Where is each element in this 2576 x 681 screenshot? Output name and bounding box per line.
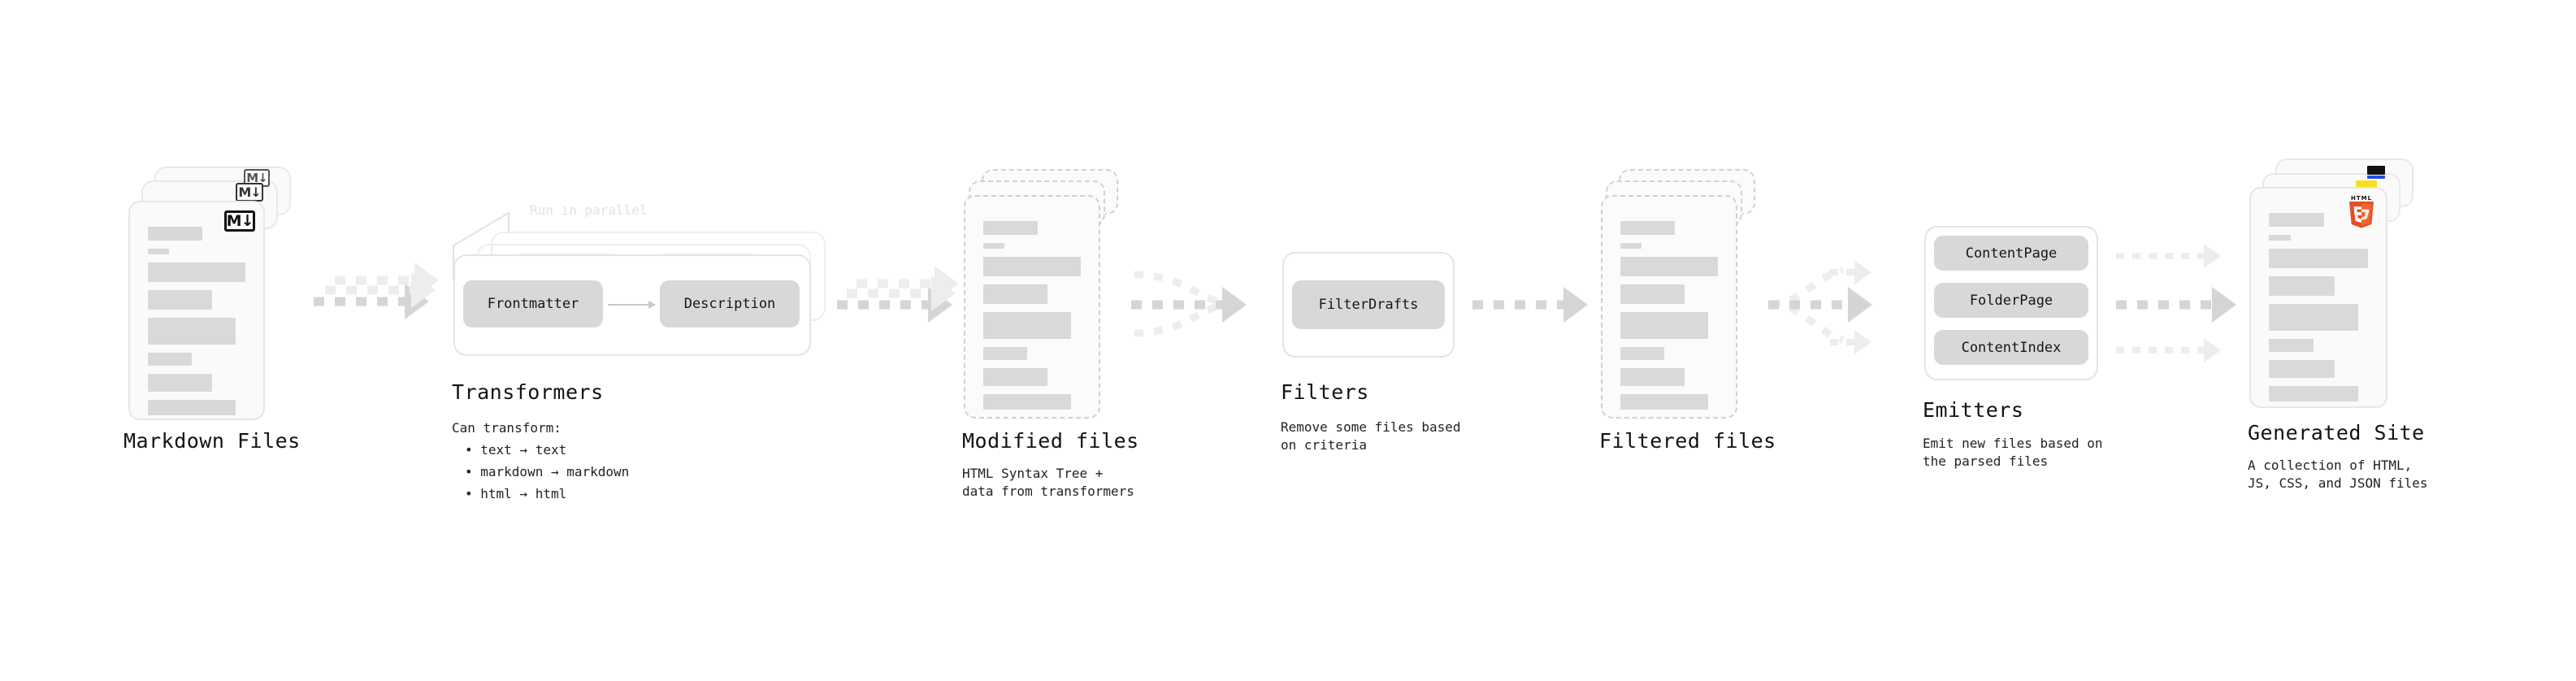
filtered-files-title: Filtered files xyxy=(1599,429,1776,453)
transformers-inner-arrow xyxy=(608,301,656,309)
placeholder-bar xyxy=(983,257,1081,276)
placeholder-bar xyxy=(1620,257,1718,276)
placeholder-bar xyxy=(983,368,1048,386)
arrow-emitters-to-site-main xyxy=(2116,286,2246,323)
placeholder-bar xyxy=(148,374,213,392)
arrow-filters-to-filtered xyxy=(1472,286,1594,323)
css3-icon xyxy=(2367,166,2385,180)
arrow-emitters-to-site-upper xyxy=(2116,242,2238,270)
placeholder-bar xyxy=(148,318,236,345)
modified-files-subtitle: HTML Syntax Tree + data from transformer… xyxy=(962,466,1134,499)
filter-chip-filterdrafts[interactable]: FilterDrafts xyxy=(1292,280,1445,329)
filters-subtitle: Remove some files based on criteria xyxy=(1281,419,1461,453)
emitters-title: Emitters xyxy=(1923,398,2024,422)
arrow-filtered-to-emitters-lower xyxy=(1830,328,1928,356)
placeholder-bar xyxy=(983,394,1071,410)
placeholder-bar xyxy=(1620,284,1685,304)
placeholder-bar xyxy=(148,353,192,366)
placeholder-bar xyxy=(2269,235,2291,241)
placeholder-bar xyxy=(2269,360,2335,378)
emitter-chip-folderpage[interactable]: FolderPage xyxy=(1934,283,2088,318)
modified-file-card xyxy=(964,195,1100,419)
placeholder-bar xyxy=(1620,347,1664,360)
emitter-chip-contentpage[interactable]: ContentPage xyxy=(1934,236,2088,271)
transformers-bullet-2: • markdown → markdown xyxy=(465,464,630,479)
placeholder-bar xyxy=(983,243,1005,249)
placeholder-bar xyxy=(148,249,170,254)
modified-files-title: Modified files xyxy=(962,429,1139,453)
run-in-parallel-label: Run in parallel xyxy=(530,202,648,218)
generated-site-placeholder-lines xyxy=(2269,213,2368,410)
arrow-filtered-to-emitters-main xyxy=(1768,286,1890,323)
placeholder-bar xyxy=(2269,249,2368,268)
transformers-bullet-1: • text → text xyxy=(465,442,567,458)
html5-icon: HTML xyxy=(2347,195,2376,231)
placeholder-bar xyxy=(2269,386,2358,401)
placeholder-bar xyxy=(1620,243,1642,249)
markdown-icon: M↓ xyxy=(224,210,255,232)
placeholder-bar xyxy=(983,312,1071,339)
arrow-transformers-to-modified-ghost-b xyxy=(856,265,978,302)
placeholder-bar xyxy=(148,400,236,415)
emitter-chip-contentindex[interactable]: ContentIndex xyxy=(1934,330,2088,365)
placeholder-bar xyxy=(983,284,1048,304)
transformer-chip-description[interactable]: Description xyxy=(660,280,800,327)
markdown-icon-mid: M↓ xyxy=(236,183,263,202)
placeholder-bar xyxy=(983,347,1027,360)
transformer-chip-frontmatter[interactable]: Frontmatter xyxy=(463,280,603,327)
modified-placeholder-lines xyxy=(983,221,1081,418)
placeholder-bar xyxy=(1620,221,1676,235)
placeholder-bar xyxy=(2269,339,2314,352)
emitters-subtitle: Emit new files based on the parsed files xyxy=(1923,436,2103,469)
markdown-placeholder-lines xyxy=(148,227,245,423)
filtered-placeholder-lines xyxy=(1620,221,1718,418)
arrow-modified-to-filters xyxy=(1131,286,1253,323)
transformers-subtitle: Can transform: xyxy=(452,420,562,436)
generated-site-title: Generated Site xyxy=(2248,421,2425,445)
placeholder-bar xyxy=(2269,213,2325,227)
arrow-markdown-to-transformers-ghost-b xyxy=(335,262,457,299)
transformers-bullet-3: • html → html xyxy=(465,486,567,501)
generated-site-subtitle: A collection of HTML, JS, CSS, and JSON … xyxy=(2248,458,2428,491)
transformers-heading: Transformers xyxy=(452,380,604,404)
placeholder-bar xyxy=(2269,304,2358,331)
placeholder-bar xyxy=(1620,394,1708,410)
markdown-file-card: M↓ xyxy=(128,201,265,420)
markdown-files-title: Markdown Files xyxy=(124,429,301,453)
arrow-emitters-to-site-lower xyxy=(2116,336,2238,364)
placeholder-bar xyxy=(1620,312,1708,339)
placeholder-bar xyxy=(148,290,213,310)
filtered-file-card xyxy=(1601,195,1737,419)
generated-site-card: HTML xyxy=(2249,187,2387,408)
filters-title: Filters xyxy=(1281,380,1369,404)
placeholder-bar xyxy=(1620,368,1685,386)
placeholder-bar xyxy=(148,262,245,282)
placeholder-bar xyxy=(2269,276,2335,296)
placeholder-bar xyxy=(148,227,203,241)
arrow-filtered-to-emitters-upper xyxy=(1830,258,1928,286)
placeholder-bar xyxy=(983,221,1039,235)
